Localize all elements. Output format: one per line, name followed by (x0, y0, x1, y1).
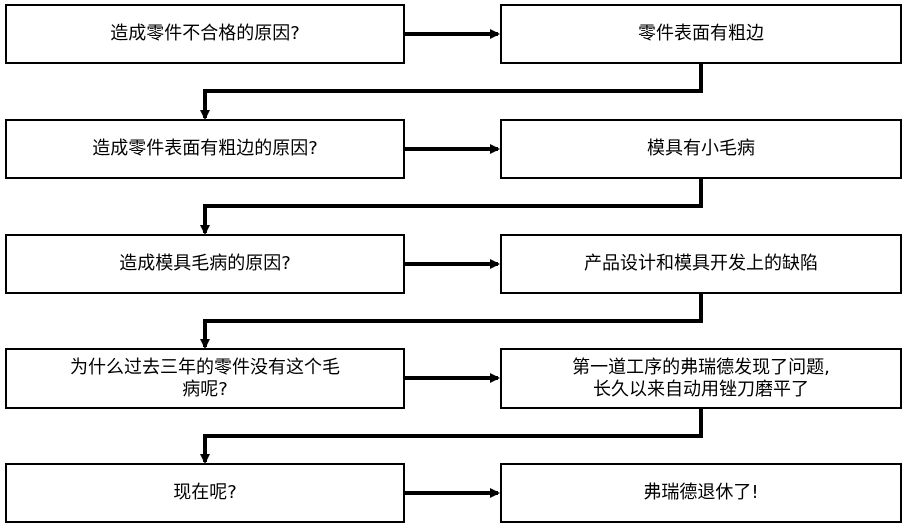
question-box-4: 为什么过去三年的零件没有这个毛 病呢? (5, 348, 405, 409)
answer-text-5: 弗瑞德退休了! (643, 482, 759, 503)
answer-text-3: 产品设计和模具开发上的缺陷 (584, 253, 818, 274)
question-text-2: 造成零件表面有粗边的原因? (92, 138, 318, 159)
answer-box-3: 产品设计和模具开发上的缺陷 (500, 234, 902, 294)
answer-box-4: 第一道工序的弗瑞德发现了问题, 长久以来自动用锉刀磨平了 (500, 348, 902, 409)
question-text-1: 造成零件不合格的原因? (110, 23, 300, 44)
question-text-4: 为什么过去三年的零件没有这个毛 病呢? (70, 356, 340, 400)
answer-box-2: 模具有小毛病 (500, 119, 902, 179)
answer-box-1: 零件表面有粗边 (500, 4, 902, 64)
elbow-arrow-3 (200, 294, 703, 349)
question-text-3: 造成模具毛病的原因? (119, 253, 291, 274)
question-box-3: 造成模具毛病的原因? (5, 234, 405, 294)
question-text-5: 现在呢? (173, 482, 237, 503)
elbow-arrow-4 (200, 409, 703, 464)
question-box-2: 造成零件表面有粗边的原因? (5, 119, 405, 179)
answer-text-2: 模具有小毛病 (647, 138, 755, 159)
answer-text-1: 零件表面有粗边 (638, 23, 764, 44)
answer-text-4: 第一道工序的弗瑞德发现了问题, 长久以来自动用锉刀磨平了 (572, 356, 830, 400)
question-box-1: 造成零件不合格的原因? (5, 4, 405, 64)
elbow-arrow-1 (200, 64, 703, 120)
question-box-5: 现在呢? (5, 463, 405, 523)
answer-box-5: 弗瑞德退休了! (500, 463, 902, 523)
elbow-arrow-2 (200, 179, 703, 235)
